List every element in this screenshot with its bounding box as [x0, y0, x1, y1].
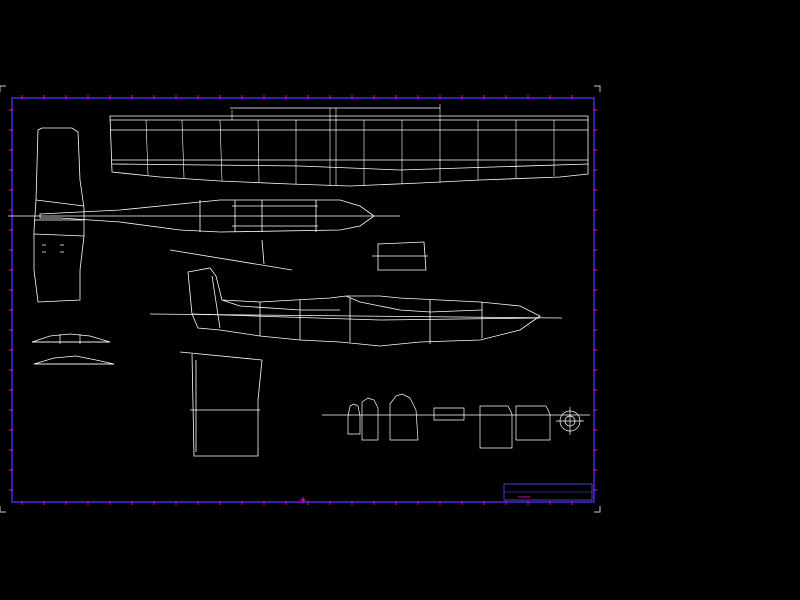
tail-plan-view: [33, 127, 85, 303]
bulkhead-formers: [322, 393, 590, 449]
canopy-template: [372, 241, 428, 271]
wing-sections: [31, 333, 115, 365]
wing-plan-view: [109, 104, 589, 187]
origin-marker: [300, 497, 306, 503]
ruler-ticks: [9, 95, 597, 505]
fuselage-side-view: [149, 267, 563, 347]
stabilizer-view: [179, 351, 263, 457]
fuselage-top-view: [8, 199, 400, 271]
viewport-corners: [0, 85, 601, 513]
title-block: [503, 483, 593, 501]
